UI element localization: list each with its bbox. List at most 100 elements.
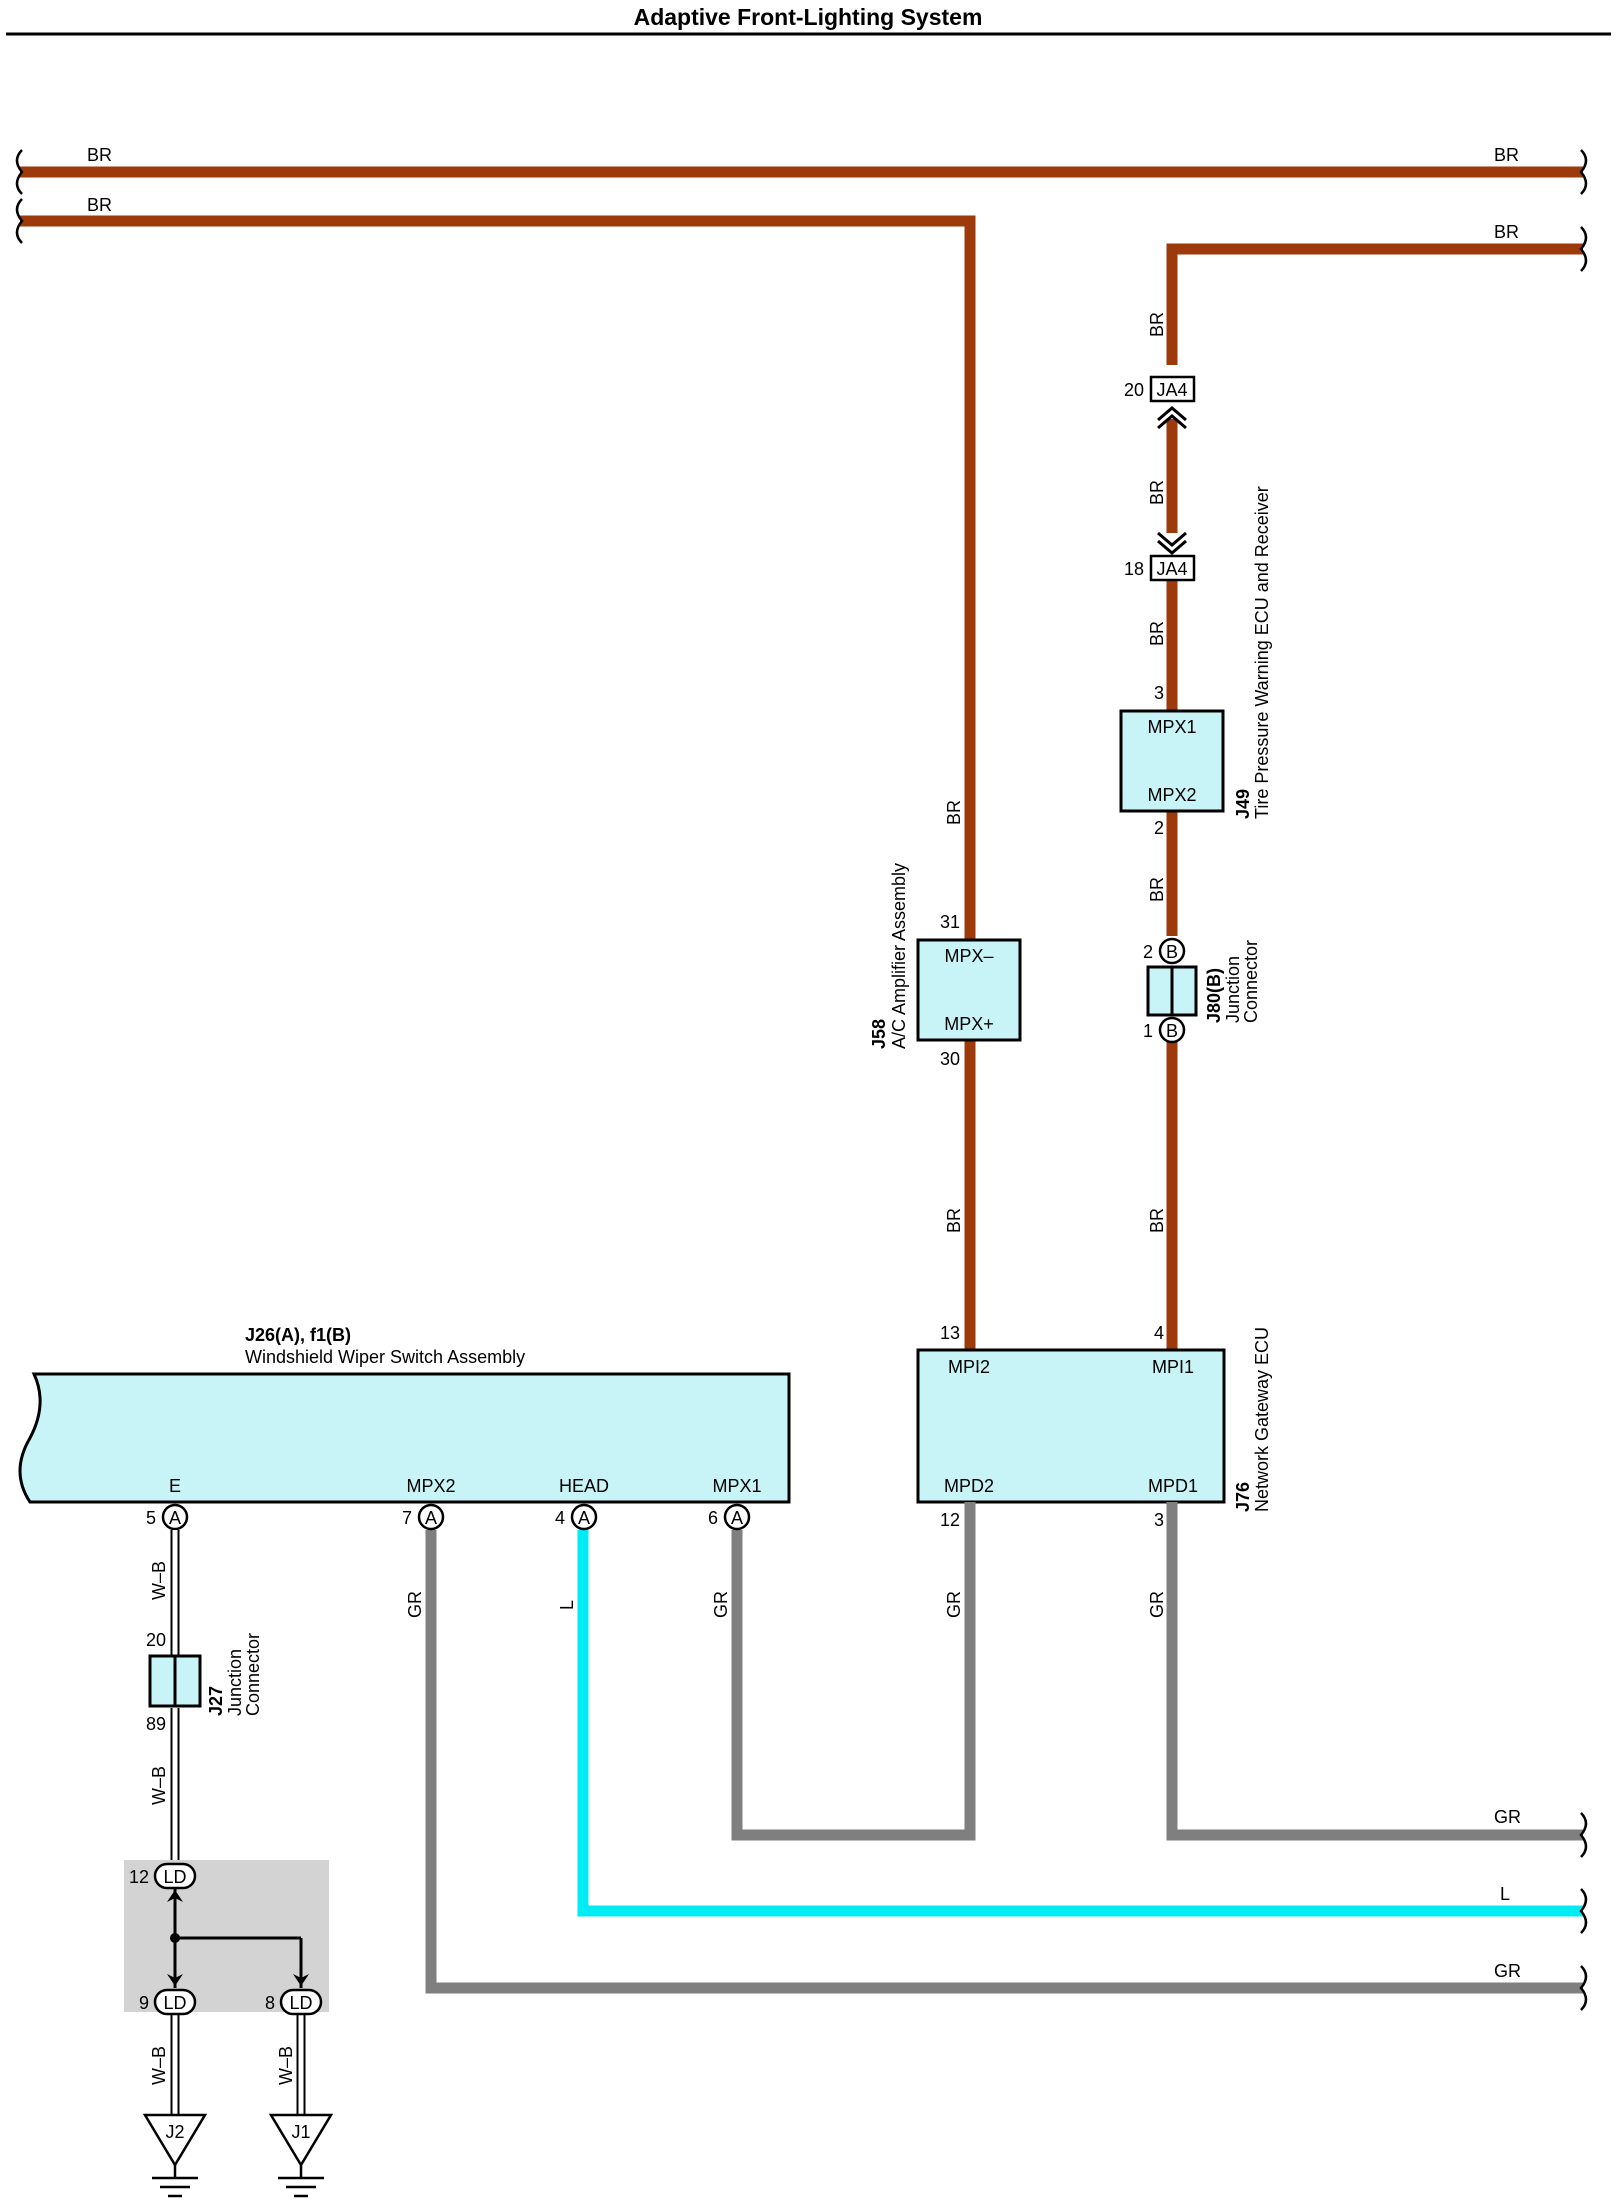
j49-pin-2: 2 (1154, 818, 1164, 838)
j26-pin-7: 7 (402, 1508, 412, 1528)
label-br-top-left: BR (87, 145, 112, 165)
ld-label-bottom-left: LD (163, 1993, 186, 2013)
label-gr-mpd2: GR (944, 1591, 964, 1618)
wire-l-head (577, 1530, 1583, 1917)
label-br-ja4-mid: BR (1147, 480, 1167, 505)
ld-splice-block: LD 12 LD 9 LD 8 (124, 1860, 329, 2016)
j58-pin-31: 31 (940, 912, 960, 932)
j80-pin-1: 1 (1143, 1021, 1153, 1041)
j26-code: J26(A), f1(B) (245, 1325, 351, 1345)
ld-pin-9: 9 (139, 1993, 149, 2013)
j27-name-line2: Connector (243, 1633, 263, 1716)
j58-terminal-mpx-plus: MPX+ (944, 1014, 994, 1034)
j80-pin-letter-top: B (1166, 942, 1178, 962)
wire-break-right-l (1579, 1888, 1588, 1934)
j76-network-gateway-ecu: MPI2 MPI1 MPD2 MPD1 13 4 12 3 J76 Networ… (916, 1323, 1272, 1530)
wire-break-left-2 (15, 198, 24, 244)
label-br-ja4-upper: BR (1147, 312, 1167, 337)
j49-name: Tire Pressure Warning ECU and Receiver (1252, 486, 1272, 819)
ld-arrow-down-right-icon (293, 1974, 309, 1986)
j49-terminal-mpx2: MPX2 (1147, 785, 1196, 805)
ld-pin-12: 12 (129, 1867, 149, 1887)
j76-pin-3: 3 (1154, 1510, 1164, 1530)
label-l-head: L (557, 1600, 577, 1610)
j58-ac-amplifier: MPX– MPX+ 31 30 J58 A/C Amplifier Assemb… (869, 863, 1022, 1069)
j27-junction-connector: 20 89 J27 Junction Connector (146, 1630, 263, 1734)
wire-gr-mpx2 (425, 1530, 1583, 1994)
wire-wb-group (170, 1530, 306, 2115)
j76-terminal-mpd2: MPD2 (944, 1476, 994, 1496)
j76-terminal-mpd1: MPD1 (1148, 1476, 1198, 1496)
j76-code: J76 (1233, 1482, 1253, 1512)
ja4-upper-pin: 20 (1124, 380, 1144, 400)
j80-junction-connector: B 2 B 1 J80(B) Junction Connector (1143, 937, 1261, 1044)
j80-pin-2: 2 (1143, 942, 1153, 962)
label-br-third-right: BR (1494, 222, 1519, 242)
j58-pin-30: 30 (940, 1049, 960, 1069)
ja4-upper-chevron-icon (1157, 406, 1187, 430)
diagram-title: Adaptive Front-Lighting System (634, 4, 983, 30)
j76-terminal-mpi1: MPI1 (1152, 1357, 1194, 1377)
j26-pin-5: 5 (146, 1508, 156, 1528)
wire-br-j58 (20, 215, 976, 1357)
label-br-j58-upper: BR (944, 800, 964, 825)
ld-label-top: LD (163, 1867, 186, 1887)
ld-arrow-down-left-icon (167, 1974, 183, 1986)
wire-break-right-gr1 (1579, 1812, 1588, 1858)
label-wb-j2: W–B (149, 2046, 169, 2085)
j76-pin-13: 13 (940, 1323, 960, 1343)
j27-name-line1: Junction (225, 1649, 245, 1716)
label-gr-mpx2: GR (405, 1591, 425, 1618)
label-br-j49-lower: BR (1147, 877, 1167, 902)
wire-break-left-1 (15, 149, 24, 195)
j26-pin-6: 6 (708, 1508, 718, 1528)
j26-name: Windshield Wiper Switch Assembly (245, 1347, 525, 1367)
label-wb-lower: W–B (149, 1766, 169, 1805)
label-gr-right-2: GR (1494, 1961, 1521, 1981)
j26-pin-4: 4 (555, 1508, 565, 1528)
j26-pin-letter-mpx1: A (731, 1508, 743, 1528)
j26-pin-letter-head: A (578, 1508, 590, 1528)
ground-j1-label: J1 (291, 2122, 310, 2142)
j49-pin-3: 3 (1154, 683, 1164, 703)
j49-terminal-mpx1: MPX1 (1147, 717, 1196, 737)
j27-pin-89: 89 (146, 1714, 166, 1734)
j49-tire-pressure-ecu: MPX1 MPX2 3 2 J49 Tire Pressure Warning … (1119, 486, 1272, 838)
j26-terminal-mpx2: MPX2 (406, 1476, 455, 1496)
ground-j2: J2 (142, 2113, 208, 2198)
ground-j2-icon (152, 2176, 198, 2198)
j26-windshield-wiper-switch: J26(A), f1(B) Windshield Wiper Switch As… (18, 1325, 791, 1531)
label-gr-mpd1: GR (1147, 1591, 1167, 1618)
ja4-upper-connector: JA4 20 (1124, 375, 1196, 430)
j58-terminal-mpx-minus: MPX– (944, 946, 993, 966)
j26-terminal-e: E (169, 1476, 181, 1496)
wire-break-right-gr2 (1579, 1965, 1588, 2011)
j76-pin-12: 12 (940, 1510, 960, 1530)
ground-j2-label: J2 (165, 2122, 184, 2142)
wire-gr-mpx1-to-mpd2 (731, 1502, 976, 1841)
j26-pin-letter-e: A (169, 1508, 181, 1528)
wire-break-right-2 (1579, 226, 1588, 272)
ground-j1: J1 (268, 2113, 334, 2198)
j80-pin-letter-bottom: B (1166, 1021, 1178, 1041)
wire-gr-mpd1 (1166, 1502, 1583, 1841)
ground-j1-icon (278, 2176, 324, 2198)
label-gr-mpx1: GR (711, 1591, 731, 1618)
label-br-ja4-lower: BR (1147, 621, 1167, 646)
ja4-lower-chevron-icon (1157, 531, 1187, 555)
ld-arrow-up-icon (167, 1890, 183, 1902)
j26-pin-letter-mpx2: A (425, 1508, 437, 1528)
label-br-second-left: BR (87, 195, 112, 215)
j80-name-line1: Junction (1223, 956, 1243, 1023)
label-wb-upper: W–B (149, 1561, 169, 1600)
j76-terminal-mpi2: MPI2 (948, 1357, 990, 1377)
j27-pin-20: 20 (146, 1630, 166, 1650)
ja4-lower-label: JA4 (1156, 559, 1187, 579)
ja4-lower-connector: JA4 18 (1124, 531, 1196, 582)
j80-name-line2: Connector (1241, 940, 1261, 1023)
label-br-top-right: BR (1494, 145, 1519, 165)
j26-terminal-mpx1: MPX1 (712, 1476, 761, 1496)
j49-code: J49 (1233, 789, 1253, 819)
ja4-upper-label: JA4 (1156, 380, 1187, 400)
